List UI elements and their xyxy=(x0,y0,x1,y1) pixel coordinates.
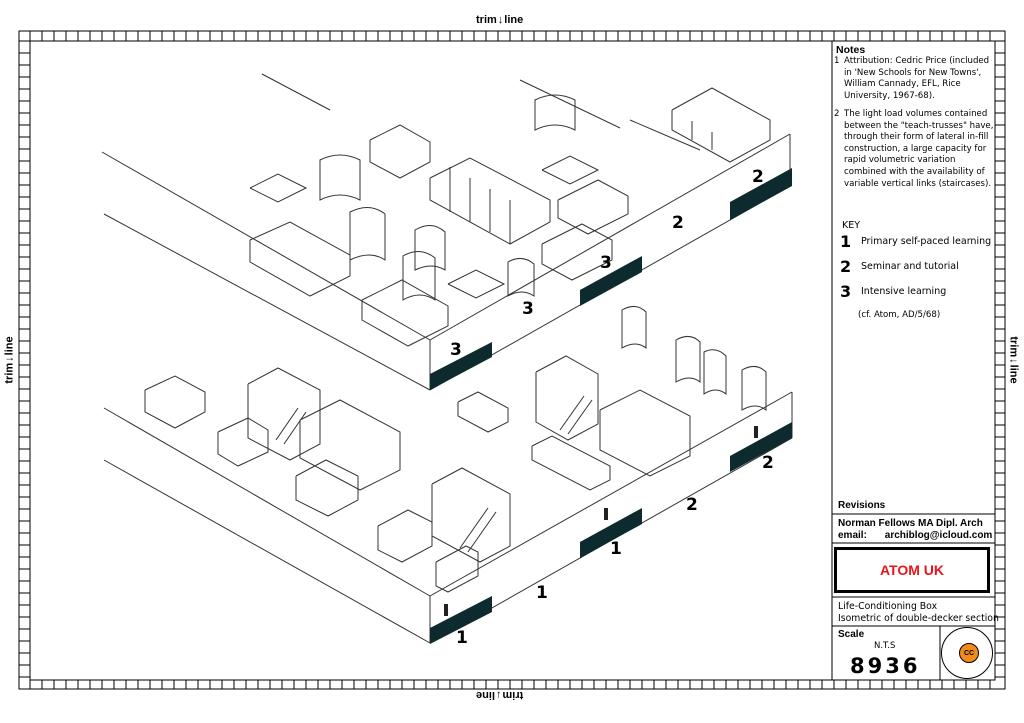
license-ring xyxy=(941,627,993,679)
author-name: Norman Fellows MA Dipl. Arch xyxy=(838,518,983,529)
scale-label: Scale xyxy=(838,629,865,640)
zone-label-upper: 3 xyxy=(450,340,462,360)
creative-commons-icon: CC xyxy=(959,643,979,663)
zone-label-lower: 2 xyxy=(686,495,698,515)
note-item: 2 The light load volumes contained betwe… xyxy=(834,109,994,189)
human-figures xyxy=(444,426,758,616)
project-box: ATOM UK xyxy=(834,547,990,593)
trim-line-label-top: trim↓line xyxy=(476,14,524,26)
drawing-number: 8936 xyxy=(850,654,921,678)
zone-label-lower: 2 xyxy=(762,453,774,473)
upper-deck-bands xyxy=(430,168,792,390)
notes-panel: Notes 1 Attribution: Cedric Price (inclu… xyxy=(834,44,994,320)
note-item: 1 Attribution: Cedric Price (included in… xyxy=(834,56,990,101)
drawing-subtitle: Life-Conditioning Box xyxy=(838,601,938,612)
zone-label-upper: 3 xyxy=(522,299,534,319)
zone-label-upper: 2 xyxy=(672,213,684,233)
trim-line-label-right: trim↓line xyxy=(1007,336,1020,384)
email-row: email: archiblog@icloud.com xyxy=(838,530,992,541)
trim-line-label-left: trim↓line xyxy=(3,336,16,384)
trim-line-label-bottom: trim↓line xyxy=(476,689,524,701)
zone-label-upper: 3 xyxy=(600,253,612,273)
key-reference: (cf. Atom, AD/5/68) xyxy=(858,310,941,320)
upper-deck xyxy=(101,73,791,391)
zone-label-lower: 1 xyxy=(456,628,468,648)
sheet-border xyxy=(18,30,1006,690)
zone-label-lower: 1 xyxy=(536,583,548,603)
zone-label-lower: 1 xyxy=(610,539,622,559)
email-label: email: xyxy=(838,530,867,541)
notes-title: Notes xyxy=(836,44,866,56)
zone-label-upper: 2 xyxy=(752,167,764,187)
title-block-frame xyxy=(831,41,995,680)
revisions-label: Revisions xyxy=(838,500,886,511)
email-address: archiblog@icloud.com xyxy=(884,530,993,541)
scale-value: N.T.S xyxy=(874,641,896,651)
lower-deck xyxy=(103,306,793,644)
key-title: KEY xyxy=(842,220,861,231)
drawing-description: Isometric of double-decker section xyxy=(838,613,999,624)
project-name: ATOM UK xyxy=(879,562,945,578)
lower-deck-bands xyxy=(430,422,792,644)
